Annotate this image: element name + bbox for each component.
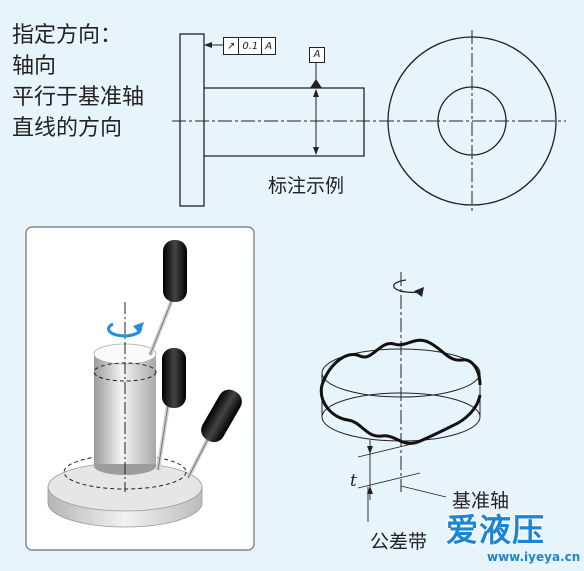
wavy-profile-upper (320, 338, 482, 386)
probe-lower (201, 389, 242, 443)
description-line: 直线的方向 (12, 116, 123, 141)
flange-outline (179, 33, 205, 207)
leader-arrow (204, 42, 212, 48)
example-label: 标注示例 (268, 175, 345, 197)
runout-symbol-icon: ↗ (224, 38, 240, 54)
probe-stem-upper (149, 299, 173, 356)
dim-arrow-top (313, 89, 319, 97)
probe-stem-middle (157, 404, 169, 471)
wavy-profile-lower (319, 384, 482, 445)
rotation-indicator-head (414, 287, 424, 297)
dim-arrow-bottom (313, 147, 319, 155)
probe-middle (162, 348, 186, 408)
datum-triangle (310, 79, 322, 88)
description-line: 指定方向： (12, 23, 123, 48)
watermark-url: www.iyeya.cn (487, 550, 581, 564)
datum-reference: A (265, 40, 273, 52)
description-line: 轴向 (12, 54, 57, 79)
datum-label-box: A (309, 47, 325, 63)
datum-axis-leader (400, 485, 447, 498)
direction-description: 指定方向： 轴向 平行于基准轴 直线的方向 (12, 20, 144, 144)
rotation-indicator-icon (393, 279, 421, 294)
rotation-arrowhead (133, 322, 144, 334)
watermark-logo: 爱液压 (446, 511, 546, 549)
shaft-outline (204, 87, 365, 157)
t-extension-lower (357, 472, 421, 489)
feature-control-frame: ↗ 0.1 A (223, 37, 277, 55)
probe-stem-lower (187, 434, 211, 479)
t-label: t (350, 471, 357, 491)
t-extension-upper (357, 441, 421, 458)
probe-upper (163, 240, 187, 302)
description-line: 平行于基准轴 (12, 85, 145, 110)
tolerance-value: 0.1 (239, 38, 263, 54)
datum-axis-label: 基准轴 (452, 490, 510, 512)
tolerance-zone-label: 公差带 (370, 531, 428, 553)
